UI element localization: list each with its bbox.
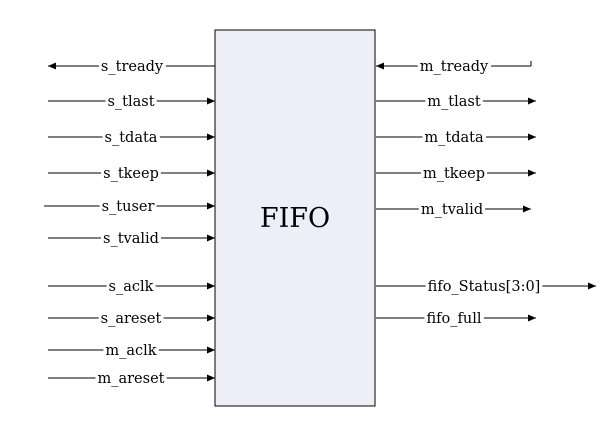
label-background [424, 311, 484, 327]
arrowhead-m_tlast [528, 97, 536, 105]
label-background [420, 166, 488, 182]
signal-labels: s_tready s_tlast s_tdata s_tkeep s_tuser s_tv… [95, 59, 543, 387]
port-label-m_areset: m_areset [97, 371, 164, 387]
label-background [103, 343, 159, 359]
port-label-m_tvalid: m_tvalid [421, 202, 483, 218]
fifo-block [214, 29, 376, 407]
arrowhead-s_areset [207, 314, 215, 322]
port-label-fifo_full: fifo_full [427, 311, 482, 327]
label-background [418, 202, 486, 218]
arrowhead-s_aclk [207, 282, 215, 290]
label-background [105, 94, 157, 110]
arrowhead-s_tuser [207, 202, 215, 210]
arrowhead-s_tkeep [207, 169, 215, 177]
port-label-s_tvalid: s_tvalid [103, 231, 159, 247]
port-label-m_tready: m_tready [420, 59, 489, 75]
port-label-s_aclk: s_aclk [109, 279, 154, 295]
arrowhead-s_tready [48, 62, 56, 70]
port-label-s_tkeep: s_tkeep [103, 166, 159, 182]
arrowhead-m_tready [376, 62, 384, 70]
label-background [101, 166, 161, 182]
arrowhead-m_tvalid [523, 205, 531, 213]
fifo-block-label: FIFO [260, 203, 330, 234]
label-background [99, 199, 157, 215]
label-background [417, 59, 492, 75]
port-label-m_aclk: m_aclk [105, 343, 156, 359]
arrowhead-m_areset [207, 374, 215, 382]
port-label-fifo_status: fifo_Status[3:0] [428, 279, 541, 295]
label-background [425, 279, 543, 295]
arrowhead-m_tdata [528, 133, 536, 141]
arrowhead-s_tlast [207, 97, 215, 105]
label-background [98, 311, 164, 327]
label-background [95, 371, 167, 387]
arrowhead-m_tkeep [528, 169, 536, 177]
arrowhead-fifo_status [588, 282, 596, 290]
port-label-m_tlast: m_tlast [427, 94, 481, 110]
arrowhead-m_aclk [207, 346, 215, 354]
label-background [98, 59, 166, 75]
arrowhead-s_tdata [207, 133, 215, 141]
label-background [102, 130, 160, 146]
port-label-m_tdata: m_tdata [424, 130, 484, 146]
label-background [422, 130, 486, 146]
port-label-s_tready: s_tready [101, 59, 164, 75]
label-background [425, 94, 483, 110]
port-label-s_tdata: s_tdata [105, 130, 158, 146]
port-label-s_tlast: s_tlast [107, 94, 154, 110]
arrowhead-fifo_full [528, 314, 536, 322]
port-label-s_tuser: s_tuser [102, 199, 155, 215]
label-background [101, 231, 161, 247]
arrowhead-s_tvalid [207, 234, 215, 242]
port-label-s_areset: s_areset [101, 311, 162, 327]
label-background [106, 279, 156, 295]
port-label-m_tkeep: m_tkeep [423, 166, 485, 182]
